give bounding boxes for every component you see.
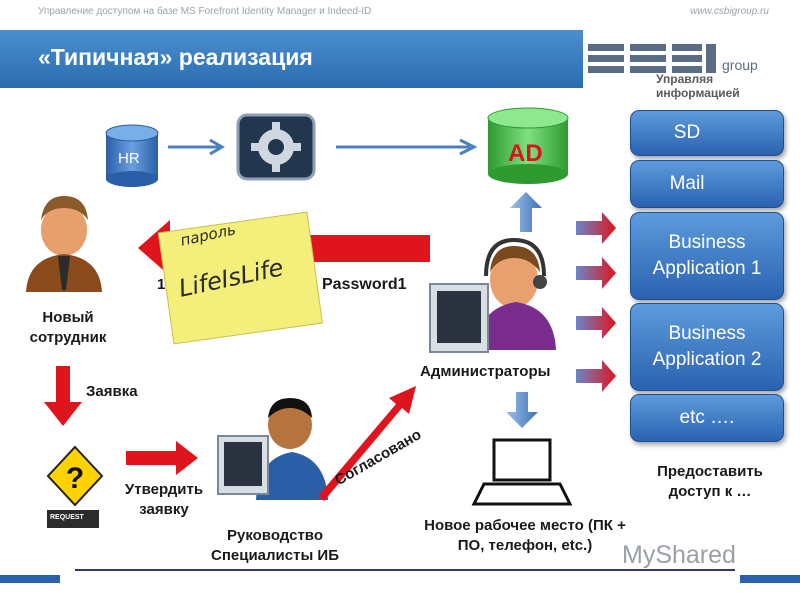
red-arrow-approved [318, 386, 416, 501]
arrow-to-mail [576, 257, 616, 289]
workplace-label: Новое рабочее место (ПК + ПО, телефон, e… [424, 517, 626, 554]
ad-database-icon [487, 107, 569, 184]
management-person-icon [217, 398, 328, 500]
watermark: MyShared [622, 541, 736, 569]
administrator-person-icon [429, 237, 556, 353]
app-mail-label: Mail [669, 173, 705, 194]
arrow-to-ba1 [576, 307, 616, 339]
header-url[interactable]: www.csbigroup.ru [690, 6, 769, 17]
request-sign-text: REQUEST [50, 514, 84, 521]
footer-left-bar [0, 575, 60, 583]
header-caption: Управление доступом на базе MS Forefront… [38, 6, 372, 17]
ad-label: AD [508, 140, 543, 167]
app-sd-label: SD [673, 122, 701, 143]
up-arrow-to-ad [510, 192, 542, 232]
svg-text:?: ? [66, 462, 84, 495]
approve-label: Утвердить заявку [124, 481, 204, 518]
arrow-to-sd [576, 212, 616, 244]
blue-arrow-hr-gear [168, 138, 225, 156]
hr-database-icon [105, 124, 159, 187]
blue-arrow-gear-ad [336, 138, 478, 156]
password-label: Password1 [322, 276, 407, 293]
new-employee-label: Новый сотрудник [29, 309, 107, 346]
app-business-2-label: Business Application 2 [652, 323, 762, 370]
request-warning-icon: ? [46, 445, 104, 528]
arrow-to-ba2 [576, 360, 616, 392]
provide-access-label: Предоставить доступ к … [657, 463, 763, 500]
footer-right-bar [740, 575, 800, 583]
app-sd[interactable]: SD [630, 110, 784, 156]
number-one-label: 1 [157, 276, 166, 293]
administrators-label: Администраторы [420, 363, 551, 380]
app-business-2[interactable]: Business Application 2 [630, 303, 784, 391]
hr-label: HR [118, 150, 140, 167]
red-arrow-approve [126, 441, 198, 475]
app-etc-label: etc …. [679, 407, 735, 428]
arrows-to-apps [576, 212, 616, 392]
sticky-note [157, 211, 324, 345]
app-etc[interactable]: etc …. [630, 394, 784, 442]
new-employee-person-icon [26, 196, 102, 292]
red-arrow-request [44, 366, 82, 426]
down-arrow-to-laptop [506, 392, 538, 428]
gear-server-icon [236, 113, 316, 181]
laptop-icon [471, 438, 573, 506]
app-mail[interactable]: Mail [630, 160, 784, 208]
page-title: «Типичная» реализация [38, 44, 313, 70]
footer-line [75, 569, 735, 571]
title-band: «Типичная» реализация [0, 30, 583, 88]
app-business-1[interactable]: Business Application 1 [630, 212, 784, 300]
csbi-logo: group [588, 44, 758, 73]
app-business-1-label: Business Application 1 [652, 232, 762, 279]
tagline: Управляя информацией [656, 72, 740, 100]
request-label: Заявка [86, 383, 138, 400]
logo-text: group [722, 57, 758, 73]
management-label: Руководство Специалисты ИБ [211, 527, 339, 564]
